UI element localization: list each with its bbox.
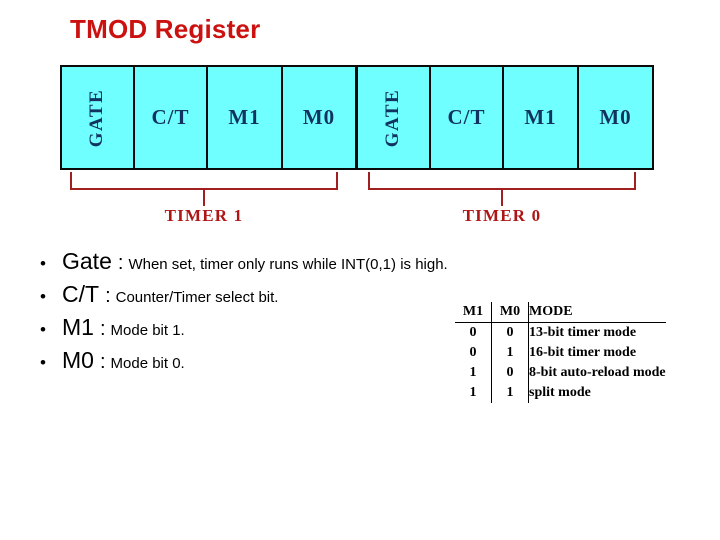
bullet-colon: : — [99, 351, 106, 373]
bracket-tick-left — [368, 172, 370, 190]
timer1-bracket: TIMER 1 — [70, 172, 338, 225]
cell-m1: 1 — [469, 365, 477, 380]
register-cell-label: M1 — [228, 105, 261, 129]
register-cell-m0-timer0: M0 — [579, 67, 652, 168]
timer0-bracket: TIMER 0 — [368, 172, 636, 225]
bracket-stem — [501, 190, 503, 206]
bullet-description: Counter/Timer select bit. — [115, 289, 279, 306]
cell-mode: 16-bit timer mode — [527, 343, 666, 363]
list-item: • M1 : Mode bit 1. — [40, 314, 460, 347]
bracket-bar — [368, 188, 636, 190]
register-cell-gate-timer0: GATE — [358, 67, 431, 168]
bullet-colon: : — [105, 285, 111, 307]
bracket-stem — [203, 190, 205, 206]
bullet-colon: : — [117, 252, 124, 274]
bullet-dot-icon: • — [40, 353, 46, 372]
register-cell-label: GATE — [382, 88, 404, 147]
bracket-tick-right — [336, 172, 338, 190]
list-item: • Gate : When set, timer only runs while… — [40, 248, 460, 281]
register-cell-label: M0 — [599, 105, 632, 129]
bullet-dot-icon: • — [40, 320, 46, 339]
column-header-m0: M0 — [491, 302, 529, 323]
register-cell-label: M0 — [302, 105, 336, 129]
register-cell-ct-timer1: C/T — [135, 67, 208, 168]
table-row: 1 1 split mode — [455, 383, 666, 403]
table-row: 1 0 8-bit auto-reload mode — [455, 363, 666, 383]
mode-table-head: M1 M0 MODE — [455, 302, 666, 323]
mode-truth-table: M1 M0 MODE 0 0 13-bit timer mode 0 1 16-… — [455, 302, 666, 403]
bullet-term: Gate — [62, 248, 112, 274]
bullet-term: C/T — [62, 281, 100, 307]
mode-table-element: M1 M0 MODE 0 0 13-bit timer mode 0 1 16-… — [455, 302, 666, 403]
table-header-row: M1 M0 MODE — [455, 302, 666, 323]
bullet-description: Mode bit 0. — [110, 355, 185, 372]
cell-m0: 1 — [491, 383, 529, 403]
bullet-term: M0 — [62, 347, 94, 373]
register-cell-m0-timer1: M0 — [283, 67, 358, 168]
cell-m0: 0 — [491, 322, 529, 343]
timer1-label: TIMER 1 — [164, 206, 244, 225]
bit-description-list: • Gate : When set, timer only runs while… — [40, 248, 460, 380]
page-title: TMOD Register — [70, 14, 261, 44]
bullet-dot-icon: • — [40, 287, 46, 306]
bullet-colon: : — [99, 318, 106, 340]
register-cell-row: GATE C/T M1 M0 GATE C/T M1 M0 — [60, 65, 654, 170]
cell-m0: 0 — [491, 363, 529, 383]
register-cell-ct-timer0: C/T — [431, 67, 504, 168]
cell-mode: 8-bit auto-reload mode — [527, 363, 666, 383]
bullet-description: Mode bit 1. — [110, 322, 185, 339]
cell-mode: 13-bit timer mode — [527, 322, 666, 343]
bracket-tick-left — [70, 172, 72, 190]
list-item: • C/T : Counter/Timer select bit. — [40, 281, 460, 314]
register-cell-label: M1 — [524, 105, 557, 129]
register-cell-label: C/T — [151, 105, 190, 129]
column-header-mode: MODE — [527, 302, 666, 323]
bullet-term: M1 — [62, 314, 94, 340]
column-header-m1: M1 — [462, 304, 484, 319]
bullet-description: When set, timer only runs while INT(0,1)… — [128, 256, 448, 273]
cell-m1: 0 — [469, 325, 477, 340]
register-cell-m1-timer1: M1 — [208, 67, 283, 168]
cell-m1: 1 — [469, 385, 477, 400]
register-cell-m1-timer0: M1 — [504, 67, 579, 168]
table-row: 0 0 13-bit timer mode — [455, 322, 666, 343]
register-cell-gate-timer1: GATE — [62, 67, 135, 168]
cell-m1: 0 — [469, 345, 477, 360]
bracket-tick-right — [634, 172, 636, 190]
tmod-register-diagram: GATE C/T M1 M0 GATE C/T M1 M0 — [60, 65, 654, 170]
cell-m0: 1 — [491, 343, 529, 363]
mode-table-body: 0 0 13-bit timer mode 0 1 16-bit timer m… — [455, 322, 666, 403]
list-item: • M0 : Mode bit 0. — [40, 347, 460, 380]
bracket-bar — [70, 188, 338, 190]
register-cell-label: C/T — [447, 105, 486, 129]
bullet-dot-icon: • — [40, 254, 46, 273]
table-row: 0 1 16-bit timer mode — [455, 343, 666, 363]
register-cell-label: GATE — [86, 88, 108, 147]
cell-mode: split mode — [527, 383, 666, 403]
timer0-label: TIMER 0 — [462, 206, 542, 225]
